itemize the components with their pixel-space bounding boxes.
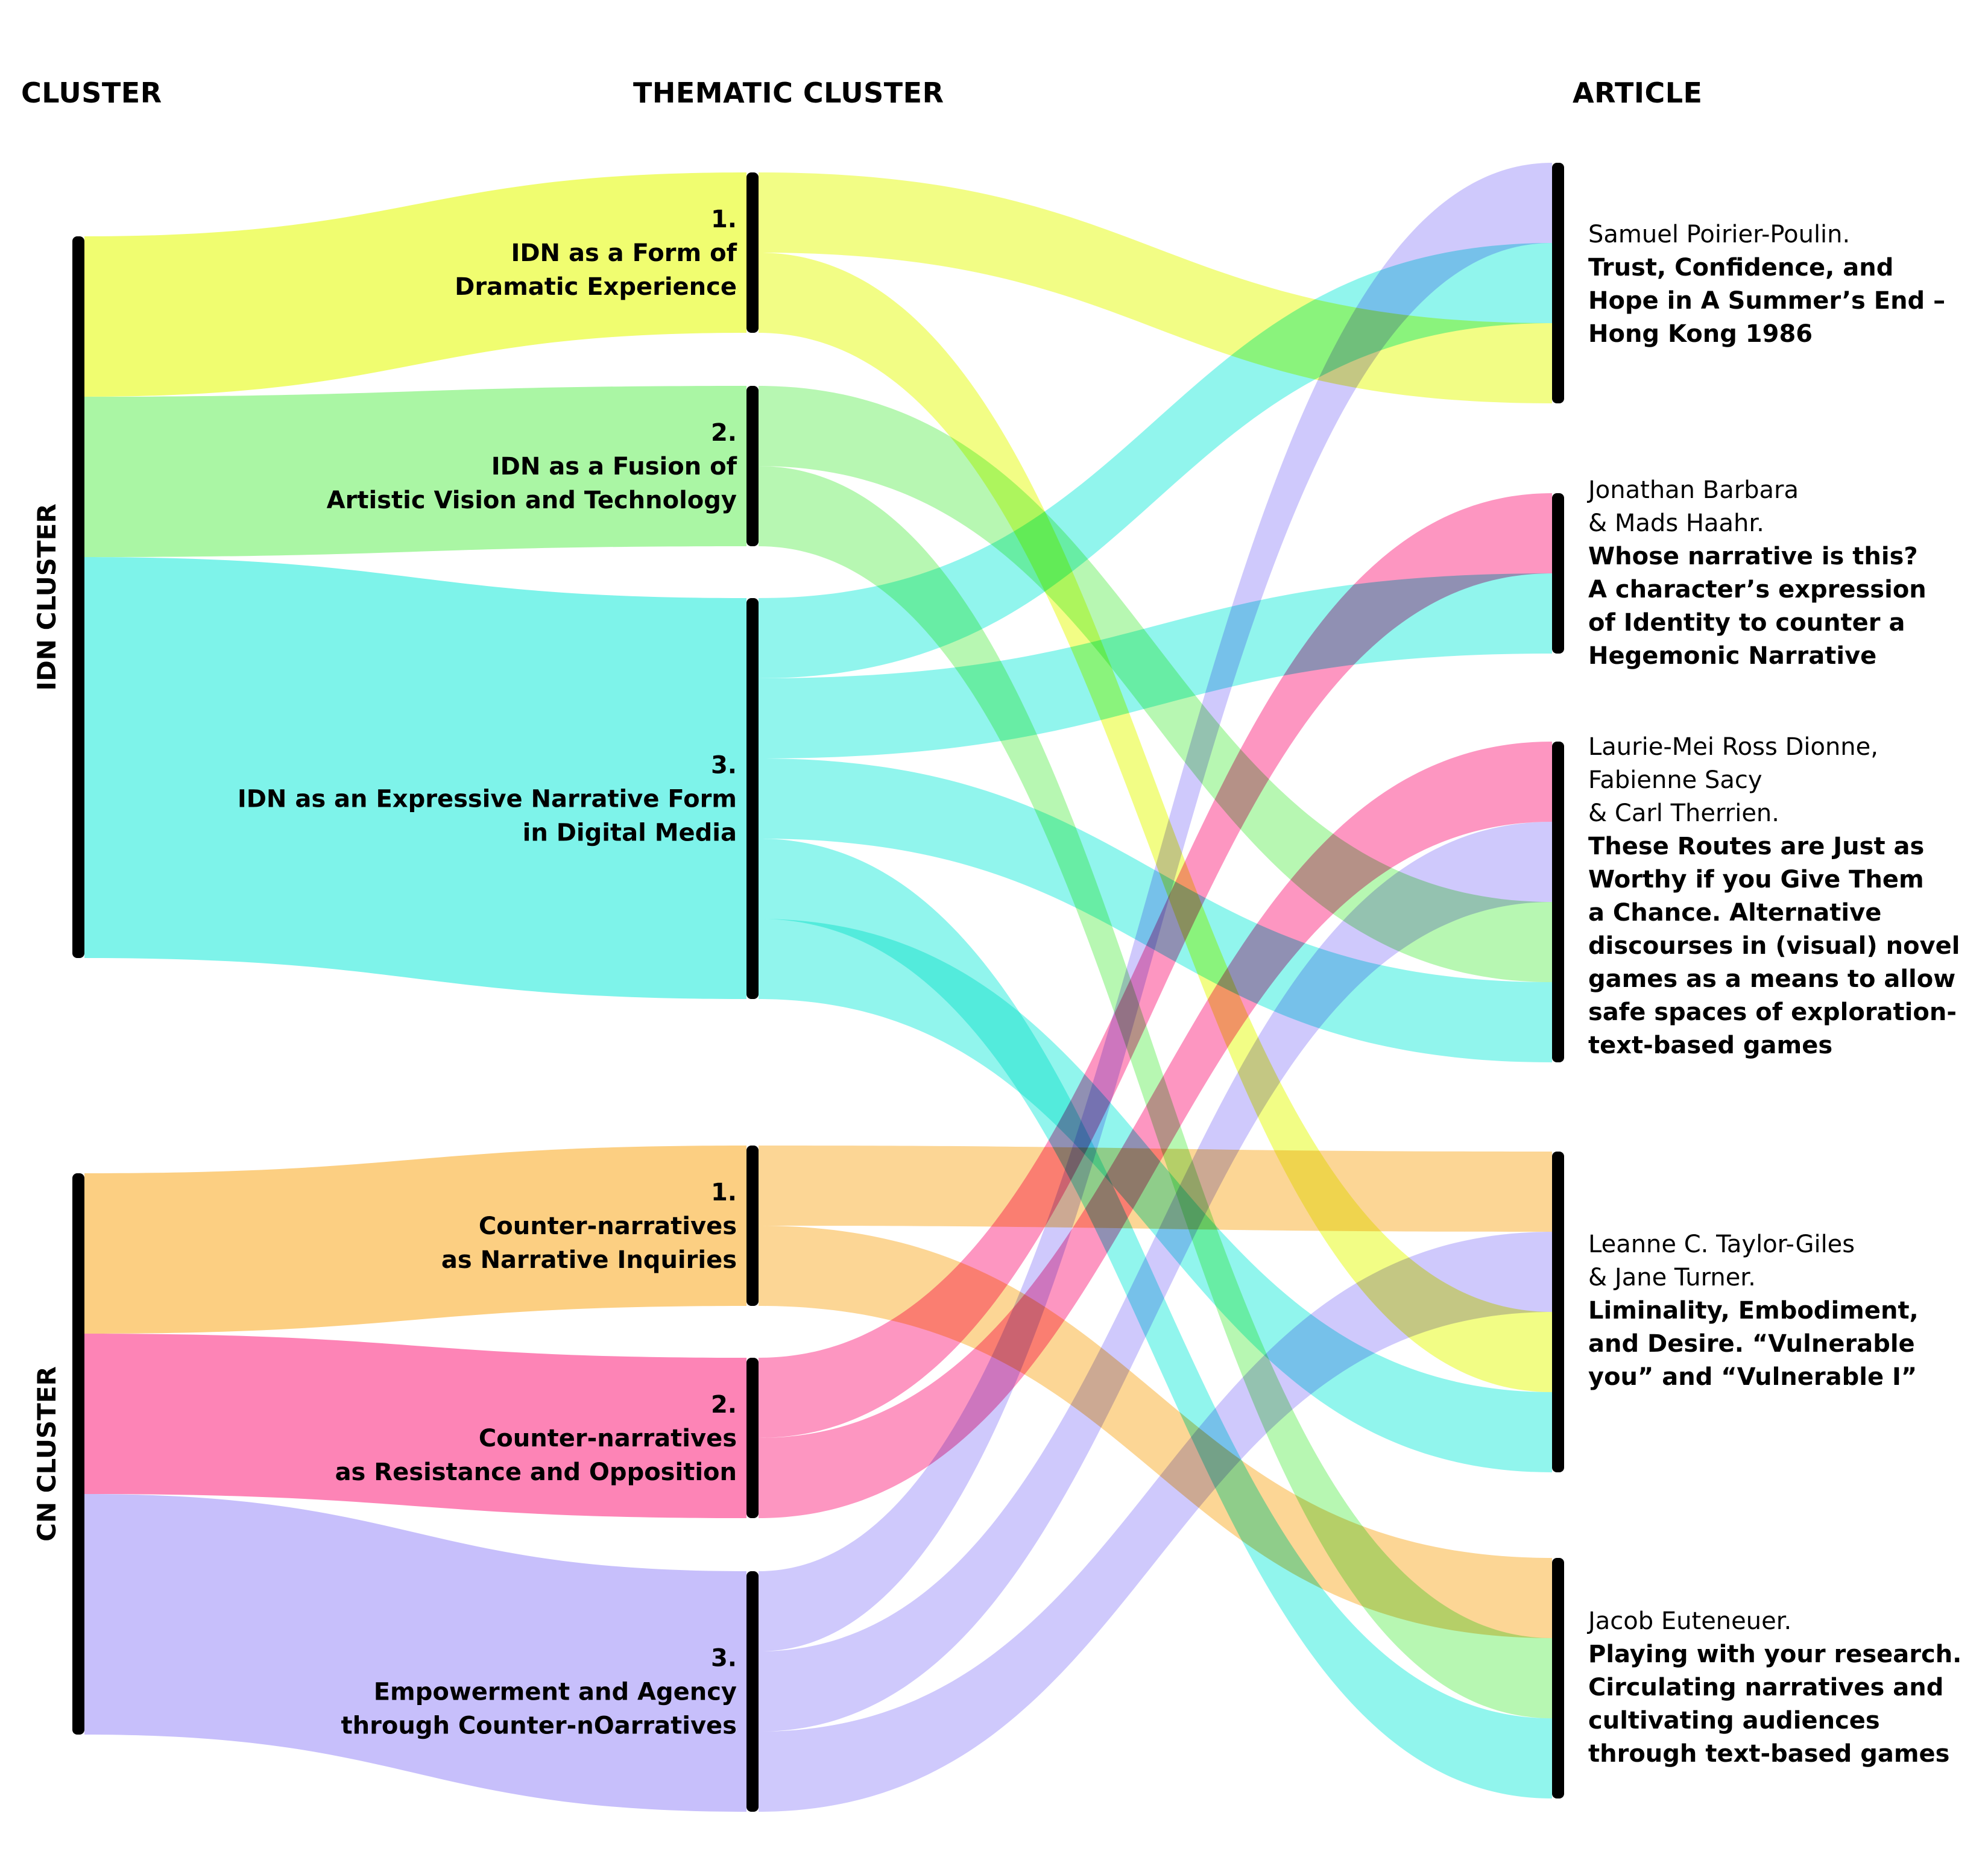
- flow-c2-a3: [759, 742, 1552, 1518]
- article-title-a5: Circulating narratives and: [1588, 1674, 1943, 1701]
- theme-label-c3-line: Empowerment and Agency: [374, 1679, 737, 1706]
- header-article: ARTICLE: [1573, 77, 1702, 109]
- article-author-a4: Leanne C. Taylor-Giles: [1588, 1231, 1855, 1258]
- theme-label-c2-line: Counter-narratives: [479, 1425, 737, 1452]
- article-title-a3: discourses in (visual) novel: [1588, 932, 1960, 960]
- theme-bar-t3: [746, 598, 759, 999]
- flow-c3-a4: [759, 1232, 1552, 1812]
- article-title-a2: Whose narrative is this?: [1588, 543, 1918, 570]
- article-title-a3: Worthy if you Give Them: [1588, 866, 1924, 894]
- theme-label-c1-line: as Narrative Inquiries: [441, 1246, 737, 1274]
- theme-label-t2-line: Artistic Vision and Technology: [327, 487, 737, 514]
- flow-t3-a5: [759, 839, 1552, 1798]
- flow-c3-a3: [759, 822, 1552, 1732]
- flow-idn-t2: [84, 386, 746, 557]
- theme-label-t1-line: IDN as a Form of: [511, 239, 737, 267]
- theme-label-c1-line: Counter-narratives: [479, 1212, 737, 1240]
- cluster-label-cn: CN CLUSTER: [32, 1366, 62, 1542]
- article-author-a2: & Mads Haahr.: [1588, 509, 1764, 537]
- theme-bar-c3: [746, 1571, 759, 1812]
- theme-label-t2-line: 2.: [711, 419, 737, 447]
- article-title-a4: Liminality, Embodiment,: [1588, 1297, 1919, 1325]
- article-bar-a5: [1552, 1558, 1564, 1798]
- article-title-a3: safe spaces of exploration-: [1588, 998, 1957, 1026]
- flow-c2-a2: [759, 493, 1552, 1438]
- article-title-a1: Trust, Confidence, and: [1588, 254, 1893, 282]
- article-title-a2: A character’s expression: [1588, 576, 1926, 604]
- cluster-label-idn: IDN CLUSTER: [32, 503, 62, 690]
- labels-layer: IDN CLUSTER CN CLUSTER 1. IDN as a Form of D…: [32, 206, 1961, 1768]
- flow-c1-a4: [759, 1146, 1552, 1232]
- article-title-a3: a Chance. Alternative: [1588, 899, 1881, 927]
- flow-idn-t1: [84, 172, 746, 397]
- article-author-a3: & Carl Therrien.: [1588, 799, 1779, 827]
- header-thematic-cluster: THEMATIC CLUSTER: [633, 77, 944, 109]
- theme-label-t3-line: 3.: [711, 752, 737, 780]
- article-title-a4: and Desire. “Vulnerable: [1588, 1330, 1915, 1358]
- article-title-a5: Playing with your research.: [1588, 1641, 1961, 1668]
- article-title-a1: Hope in A Summer’s End –: [1588, 287, 1945, 315]
- article-author-a4: & Jane Turner.: [1588, 1264, 1756, 1291]
- theme-label-c1-line: 1.: [711, 1179, 737, 1206]
- theme-label-c2-line: 2.: [711, 1391, 737, 1419]
- article-title-a3: text-based games: [1588, 1032, 1832, 1059]
- article-author-a5: Jacob Euteneuer.: [1586, 1607, 1791, 1635]
- article-title-a2: of Identity to counter a: [1588, 609, 1905, 637]
- flows-layer: [84, 163, 1552, 1812]
- article-bar-a3: [1552, 742, 1564, 1062]
- flow-cn-c3: [84, 1494, 746, 1812]
- article-title-a5: through text-based games: [1588, 1740, 1949, 1768]
- article-author-a3: Laurie-Mei Ross Dionne,: [1588, 733, 1878, 761]
- flow-idn-t3: [84, 557, 746, 999]
- theme-label-t1-line: 1.: [711, 206, 737, 233]
- header-cluster: CLUSTER: [21, 77, 162, 109]
- article-title-a4: you” and “Vulnerable I”: [1588, 1363, 1917, 1391]
- article-bar-a4: [1552, 1152, 1564, 1472]
- article-author-a1: Samuel Poirier-Poulin.: [1588, 221, 1850, 248]
- theme-label-c3-line: 3.: [711, 1645, 737, 1672]
- article-title-a1: Hong Kong 1986: [1588, 320, 1813, 348]
- flow-c3-a1: [759, 163, 1552, 1651]
- article-title-a3: These Routes are Just as: [1588, 833, 1924, 860]
- theme-bar-t1: [746, 172, 759, 333]
- theme-label-t3-line: IDN as an Expressive Narrative Form: [238, 786, 737, 813]
- article-author-a2: Jonathan Barbara: [1586, 476, 1799, 504]
- flow-cn-c2: [84, 1334, 746, 1518]
- theme-bar-c2: [746, 1358, 759, 1518]
- cluster-bar-idn: [72, 236, 84, 958]
- article-author-a3: Fabienne Sacy: [1588, 766, 1762, 794]
- article-bar-a1: [1552, 163, 1564, 403]
- theme-label-c2-line: as Resistance and Opposition: [335, 1458, 737, 1486]
- theme-label-c3-line: through Counter-nOarratives: [341, 1712, 737, 1740]
- article-title-a2: Hegemonic Narrative: [1588, 642, 1876, 670]
- cluster-bar-cn: [72, 1173, 84, 1735]
- article-title-a3: games as a means to allow: [1588, 965, 1955, 993]
- theme-label-t3-line: in Digital Media: [523, 819, 737, 847]
- article-bar-a2: [1552, 493, 1564, 654]
- flow-t1-a4: [759, 253, 1552, 1392]
- node-bars-layer: [72, 163, 1564, 1812]
- theme-bar-t2: [746, 386, 759, 546]
- theme-label-t1-line: Dramatic Experience: [455, 273, 737, 301]
- article-title-a5: cultivating audiences: [1588, 1707, 1880, 1735]
- theme-label-t2-line: IDN as a Fusion of: [491, 453, 737, 481]
- flow-cn-c1: [84, 1146, 746, 1334]
- theme-bar-c1: [746, 1146, 759, 1306]
